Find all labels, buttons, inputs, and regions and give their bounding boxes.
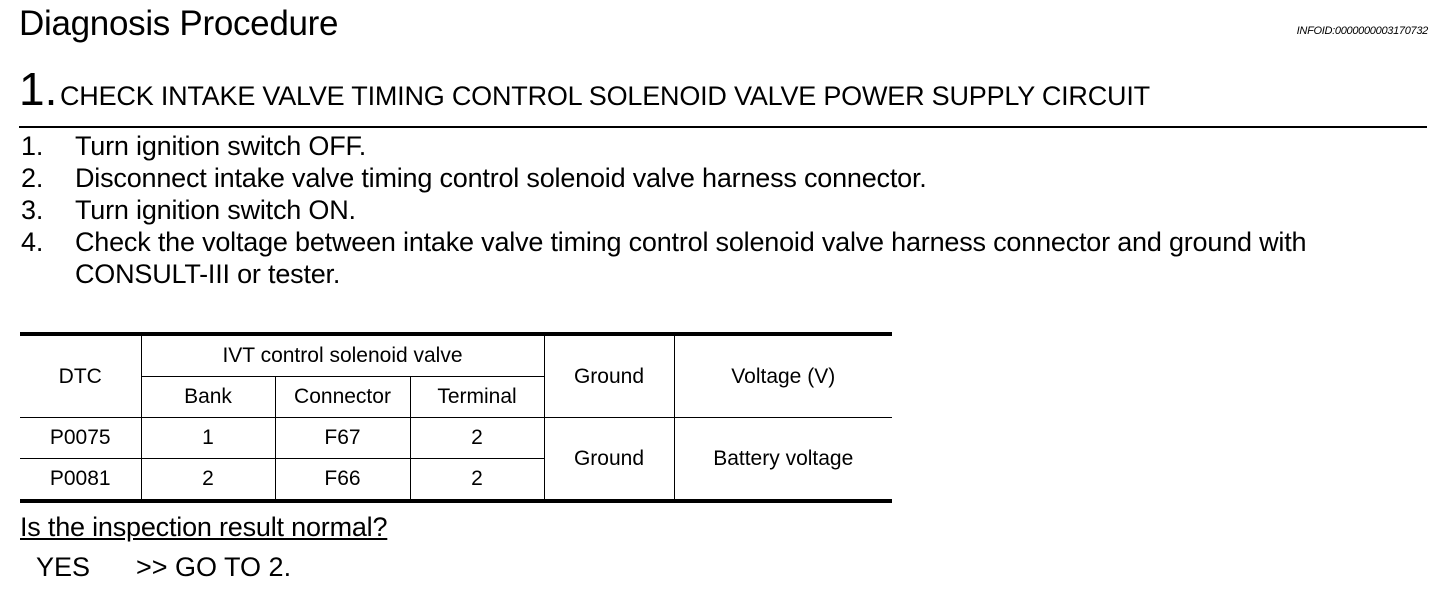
answer-result: YES [36,552,91,582]
header-dtc: DTC [20,333,142,418]
step-heading: 1. CHECK INTAKE VALVE TIMING CONTROL SOL… [19,62,1427,128]
header-bank: Bank [141,376,276,418]
cell-ground: Ground [543,417,675,502]
instruction-item: 1. Turn ignition switch OFF. [21,130,1431,162]
voltage-spec-table: DTC IVT control solenoid valve Ground Vo… [20,332,892,503]
header-ivt-group: IVT control solenoid valve [140,333,545,377]
answer-action: >> GO TO 2. [136,552,292,582]
header-connector: Connector [274,376,411,418]
instruction-text-continued: CONSULT-III or tester. [75,259,341,289]
cell-bank: 2 [140,458,276,502]
instruction-list: 1. Turn ignition switch OFF. 2. Disconne… [21,130,1431,290]
instruction-item: 3. Turn ignition switch ON. [21,194,1431,226]
instruction-text: Turn ignition switch ON. [75,195,356,225]
info-id: INFOID:0000000003170732 [1296,25,1429,37]
instruction-text: Turn ignition switch OFF. [75,131,367,161]
instruction-number: 3. [21,195,44,225]
step-title: CHECK INTAKE VALVE TIMING CONTROL SOLENO… [60,81,1150,111]
instruction-number: 2. [21,163,44,193]
table-header-row: DTC IVT control solenoid valve Ground Vo… [20,333,892,418]
instruction-item: 4. Check the voltage between intake valv… [21,226,1431,290]
cell-connector: F66 [274,458,411,502]
page-title: Diagnosis Procedure [19,4,339,43]
header-voltage: Voltage (V) [673,333,892,418]
cell-connector: F67 [274,417,411,459]
cell-voltage: Battery voltage [673,417,892,502]
cell-terminal: 2 [409,417,545,459]
inspection-answer: YES >> GO TO 2. [36,551,291,583]
cell-bank: 1 [140,417,276,459]
cell-dtc: P0081 [20,458,142,502]
cell-dtc: P0075 [20,417,142,459]
cell-terminal: 2 [409,458,544,502]
table-row: P0081 2 F66 2 [20,458,892,502]
instruction-text: Disconnect intake valve timing control s… [75,163,927,193]
instruction-text: Check the voltage between intake valve t… [75,227,1307,257]
instruction-item: 2. Disconnect intake valve timing contro… [21,162,1431,194]
step-number: 1. [19,63,58,115]
inspection-question: Is the inspection result normal? [20,512,388,542]
instruction-number: 1. [21,131,44,161]
table-subheader-row: Bank Connector Terminal [20,376,892,418]
instruction-number: 4. [21,227,44,257]
header-ground: Ground [543,333,675,418]
header-terminal: Terminal [409,376,544,418]
table-row: P0075 1 F67 2 Ground Battery voltage [20,417,892,502]
